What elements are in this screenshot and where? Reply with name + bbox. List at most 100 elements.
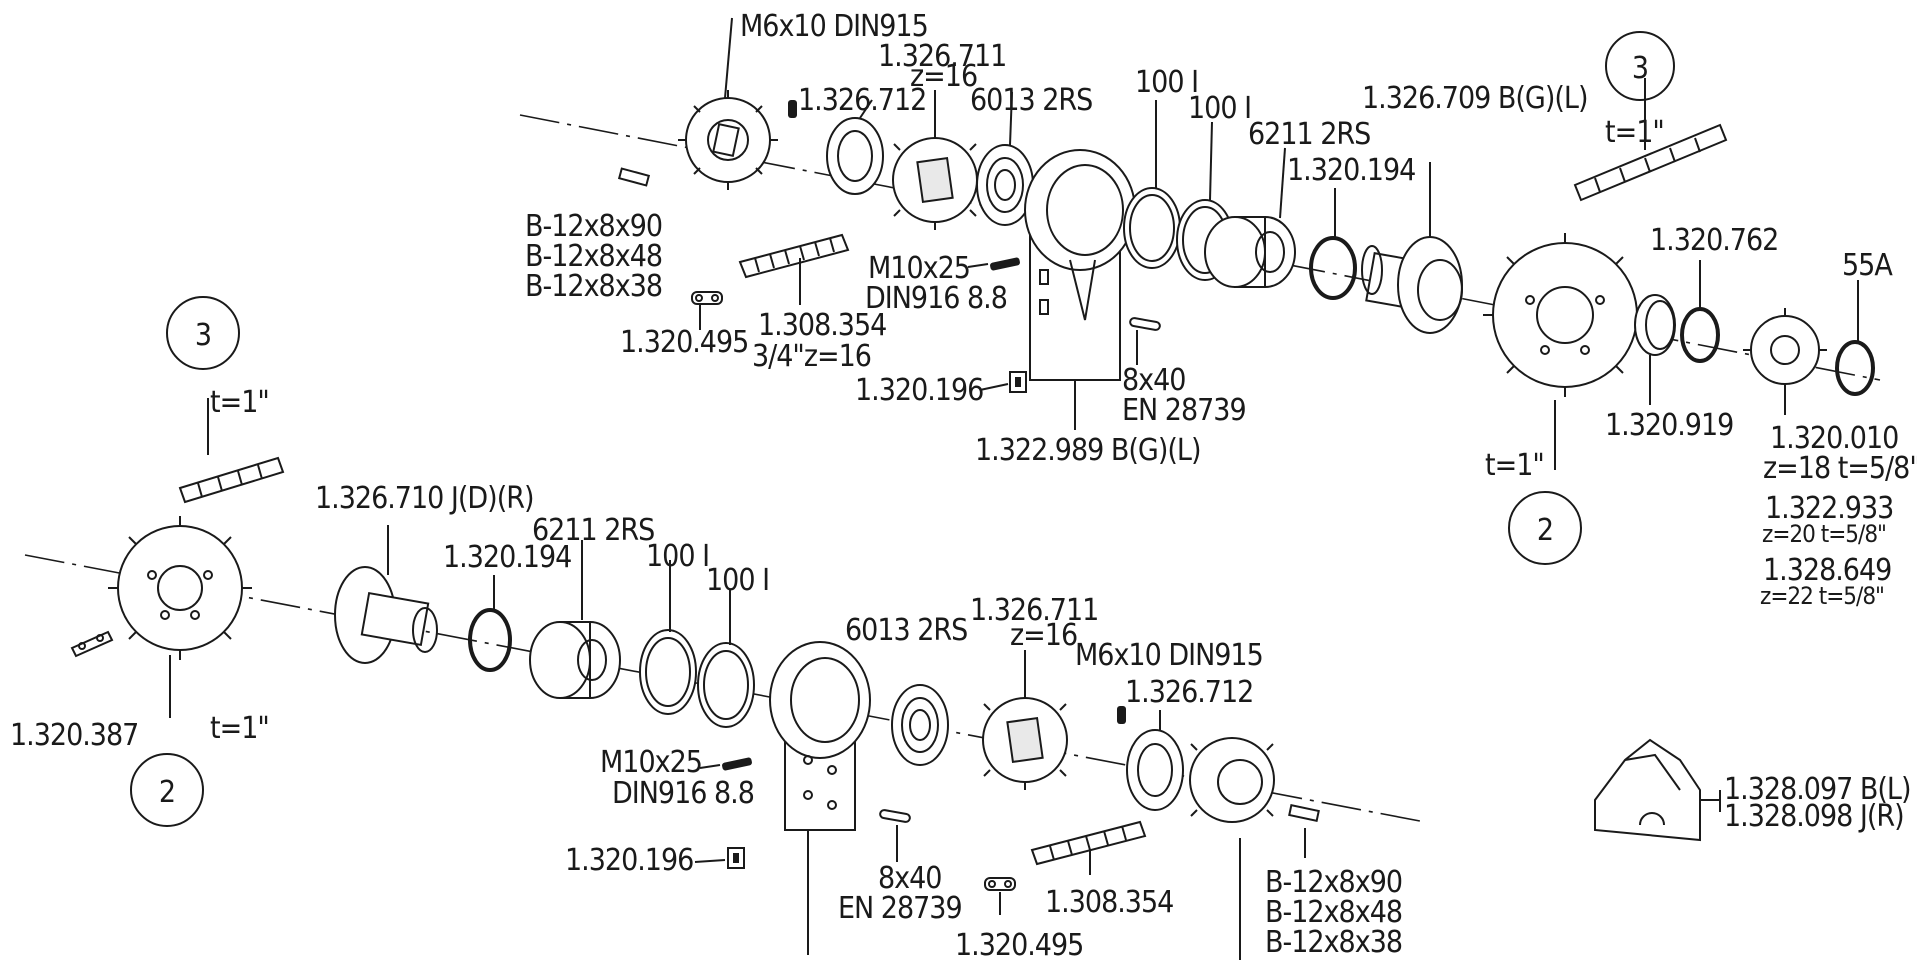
top-keys-label-3: B-12x8x38 [525,269,662,304]
top-right-spacer [1634,294,1676,356]
bottom-bearing-2-label: 6211 2RS [532,513,654,548]
top-right-circlip-label: 55A [1842,248,1893,283]
bottom-seal-ring [1126,729,1184,811]
top-right-chain [1573,123,1728,202]
top-big-sprocket-pitch-label: t=1" [1485,448,1544,483]
bottom-spacer-ring [468,608,512,672]
top-small-sprocket [678,90,778,190]
bottom-keys-label-3: B-12x8x38 [1265,925,1402,960]
top-bolt-std-label: DIN916 8.8 [865,281,1007,316]
bottom-bearing-6013 [891,684,949,766]
callout-2-label: 2 [1537,513,1553,548]
top-pin-icon [1129,317,1161,331]
top-ring-a-label: 100 I [1135,65,1198,100]
cover-alt-label: 1.328.098 J(R) [1724,799,1904,834]
bottom-chain-segment [1030,820,1147,866]
bottom-set-screw-icon [1117,706,1126,724]
bottom-set-screw-label: M6x10 DIN915 [1075,638,1263,673]
callout-2-left: 2 [130,753,204,827]
top-bearing-2-label: 6211 2RS [1248,117,1370,152]
top-bearing-label: 6013 2RS [970,83,1092,118]
left-plate-label: 1.320.387 [10,718,138,753]
bottom-sprocket-z16 [982,690,1068,790]
sprocket-a-spec-label: z=18 t=5/8" [1763,451,1917,486]
bottom-assembly: 3 2 t=1" t=1" 1.32 [10,296,1426,963]
top-housing-label: 1.322.989 B(G)(L) [975,433,1200,468]
callout-2-top-right: 2 [1508,491,1582,565]
top-sprocket-teeth-label: z=16 [910,59,977,94]
callout-2-left-label: 2 [159,775,175,810]
bottom-chain-link [984,877,1016,891]
bottom-pin-icon [879,809,911,823]
bottom-bearing-6211 [529,621,621,699]
top-ring-a [1123,187,1181,269]
top-bearing-6211 [1204,216,1296,288]
bottom-ring-a [639,629,697,715]
bottom-nut-label: 1.320.196 [565,843,693,878]
bottom-bearing-housing [769,641,871,831]
left-chain [178,456,285,504]
left-sprocket-pitch-label: t=1" [210,711,269,746]
top-sprocket-part-label: 1.326.711 [878,39,1006,74]
bottom-seal-label: 1.326.712 [1125,675,1253,710]
left-plate [70,630,114,658]
top-right-ring [1680,307,1720,363]
top-chain-link [691,291,723,305]
sprocket-b-spec-label: z=20 t=5/8" [1762,520,1886,548]
bottom-right-small-sprocket [1189,737,1275,823]
top-spacer-ring [1309,236,1357,300]
top-set-screw-label: M6x10 DIN915 [740,9,928,44]
bottom-key [1288,804,1320,822]
bottom-pin-label: 8x40 [878,861,941,896]
bottom-link-label: 1.320.495 [955,928,1083,963]
cover-label: 1.328.097 B(L) [1724,772,1911,807]
sprocket-b-label: 1.322.933 [1765,491,1893,526]
bottom-hub-label: 1.326.710 J(D)(R) [315,481,534,516]
bottom-sprocket-teeth-label: z=16 [1010,618,1077,653]
left-big-sprocket [108,516,252,660]
top-key [617,167,651,187]
bottom-ring-b [697,642,755,728]
top-chain-segment [738,233,850,279]
top-ring-b-label: 100 I [1188,91,1251,126]
top-nut-label: 1.320.196 [855,373,983,408]
callout-3-left: 3 [166,296,240,370]
bottom-hub [334,566,438,664]
callout-3-left-label: 3 [195,318,211,353]
callout-3-label: 3 [1632,51,1648,86]
bottom-bolt-label: M10x25 [600,745,702,780]
top-right-small-sprocket [1743,308,1827,392]
top-pin-std-label: EN 28739 [1122,393,1246,428]
top-keys-label-2: B-12x8x48 [525,239,662,274]
bottom-bearing-label: 6013 2RS [845,613,967,648]
sprocket-c-spec-label: z=22 t=5/8" [1760,582,1884,610]
bottom-keys-label-2: B-12x8x48 [1265,895,1402,930]
top-link-label: 1.320.495 [620,325,748,360]
top-set-screw-icon [788,100,797,118]
top-bearing-housing [1024,149,1136,381]
top-bolt-icon [990,257,1020,271]
bottom-ring-a-label: 100 I [646,539,709,574]
top-seal-label: 1.326.712 [798,83,926,118]
top-pin-label: 8x40 [1122,363,1185,398]
top-spacer-label: 1.320.194 [1287,153,1415,188]
bottom-bolt-std-label: DIN916 8.8 [612,776,754,811]
top-keys-label-1: B-12x8x90 [525,209,662,244]
bottom-chain-label: 1.308.354 [1045,885,1173,920]
callout-3-top-right: 3 [1605,31,1675,101]
top-right-chain-pitch-label: t=1" [1605,115,1664,150]
left-chain-pitch-label: t=1" [210,385,269,420]
top-right-ring-label: 1.320.762 [1650,223,1778,258]
sprocket-a-label: 1.320.010 [1770,421,1898,456]
top-seal-ring [826,117,884,195]
top-right-spacer-label: 1.320.919 [1605,408,1733,443]
cover-part: 1.328.097 B(L) 1.328.098 J(R) [1594,738,1912,842]
sprocket-c-label: 1.328.649 [1763,553,1891,588]
bottom-spacer-label: 1.320.194 [443,540,571,575]
top-right-circlip [1835,340,1875,396]
top-bolt-label: M10x25 [868,251,970,286]
bottom-sprocket-part-label: 1.326.711 [970,593,1098,628]
top-assembly: 3 2 M6x10 DIN915 1.326.711 z=16 1.326.71… [519,9,1917,610]
top-hub [1361,236,1463,334]
bottom-bolt-icon [722,757,752,771]
